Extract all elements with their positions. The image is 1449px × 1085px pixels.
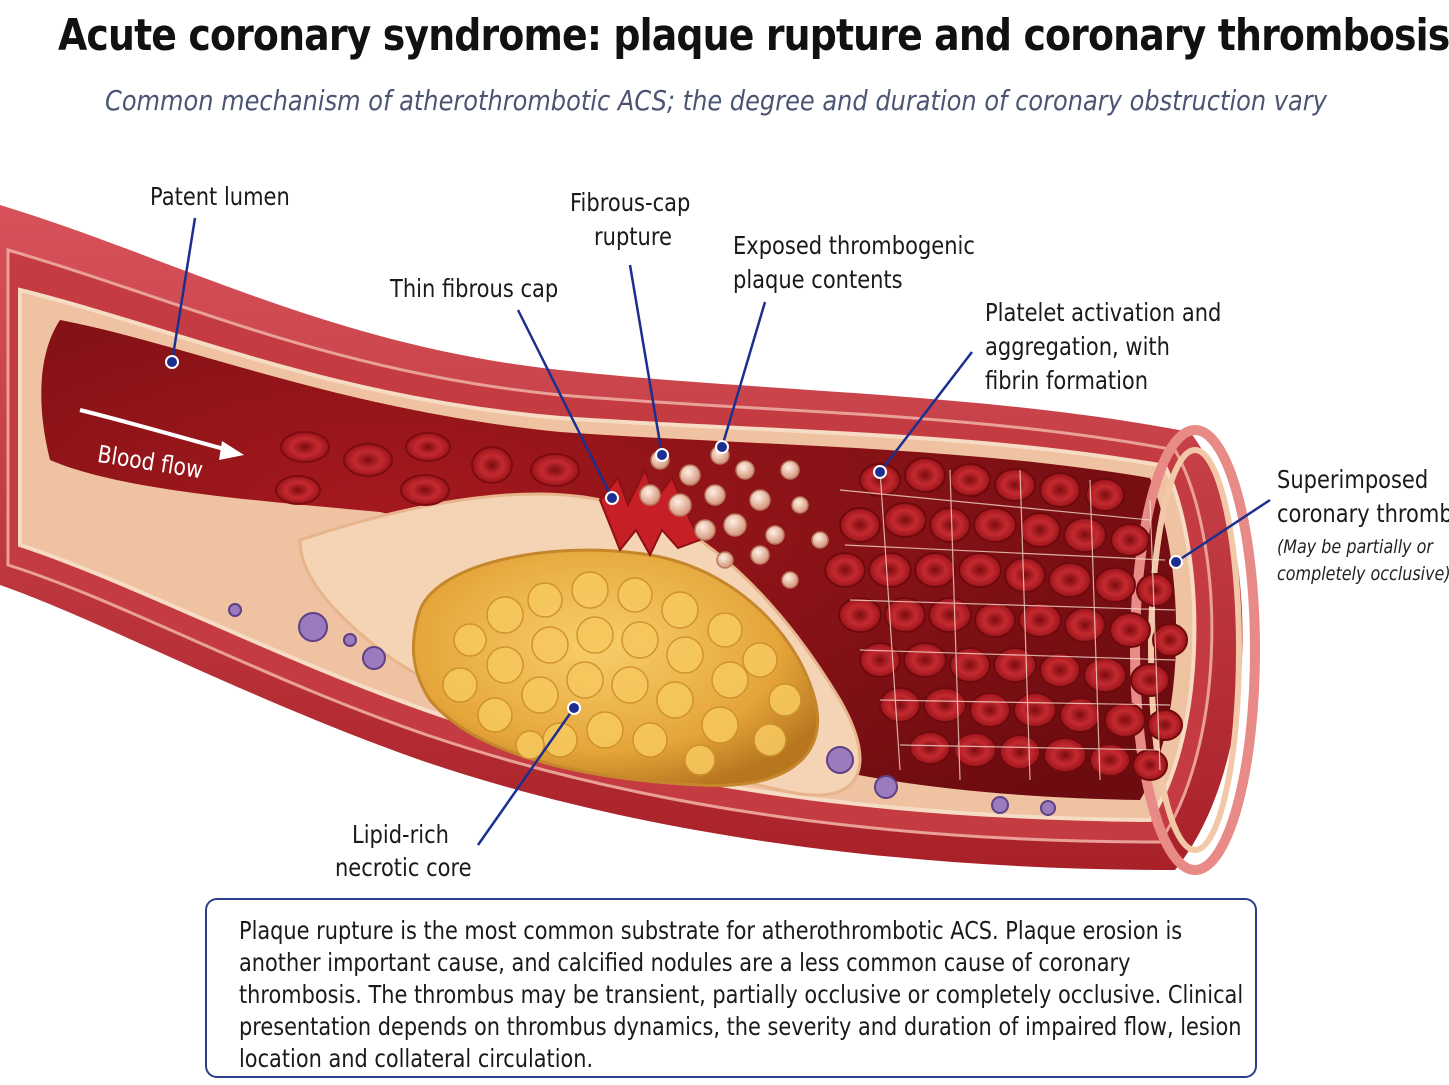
blood-flow-arrow <box>79 408 229 452</box>
label-thrombus-line2: coronary thrombus <box>1277 499 1449 528</box>
caption-text: Plaque rupture is the most common substr… <box>239 916 1244 1073</box>
inflammatory-cells <box>228 603 1056 816</box>
label-fibrous-cap-rupture-line2: rupture <box>594 222 672 251</box>
lumen-red-cells <box>275 431 580 506</box>
page-title: Acute coronary syndrome: plaque rupture … <box>58 10 1449 61</box>
label-thin-fibrous-cap: Thin fibrous cap <box>390 274 559 303</box>
leader-dots <box>165 355 1183 715</box>
label-exposed-contents-line1: Exposed thrombogenic <box>733 231 975 260</box>
label-fibrous-cap-rupture-line1: Fibrous-cap <box>570 188 691 217</box>
note-thrombus-line2: completely occlusive) <box>1277 563 1449 585</box>
label-thrombus-line1: Superimposed <box>1277 465 1429 494</box>
leader-lines <box>170 217 1271 846</box>
thrombus <box>824 457 1188 781</box>
note-thrombus-line1: (May be partially or <box>1277 536 1433 558</box>
platelet-aggregate <box>639 445 829 589</box>
label-lipid-core-line2: necrotic core <box>335 853 472 882</box>
page-subtitle: Common mechanism of atherothrombotic ACS… <box>105 84 1327 117</box>
vessel-cut-face <box>1130 425 1260 875</box>
caption-box: Plaque rupture is the most common substr… <box>205 898 1257 1078</box>
label-platelet-line1: Platelet activation and <box>985 298 1222 327</box>
fibrin-mesh <box>839 469 1176 781</box>
lipid-globules <box>442 571 802 776</box>
label-patent-lumen: Patent lumen <box>150 182 290 211</box>
label-platelet-line2: aggregation, with <box>985 332 1170 361</box>
label-platelet-line3: fibrin formation <box>985 366 1149 395</box>
label-exposed-contents-line2: plaque contents <box>733 265 903 294</box>
label-lipid-core-line1: Lipid-rich <box>352 820 449 849</box>
